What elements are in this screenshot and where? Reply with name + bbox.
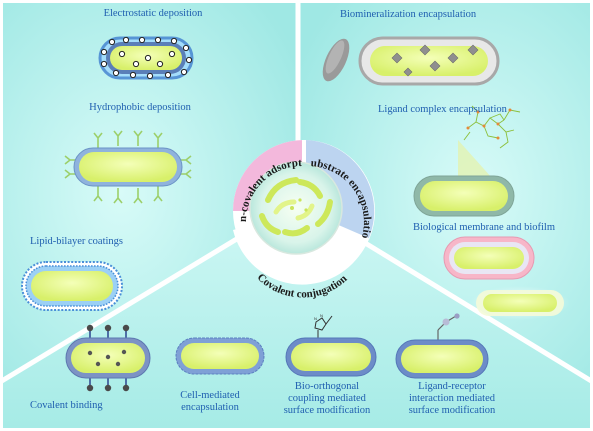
ligand-receptor-cell-icon — [395, 313, 489, 379]
biomineralization-cell-icon — [358, 36, 500, 86]
lipid-bilayer-cell-icon — [21, 261, 123, 311]
label-membrane-biofilm: Biological membrane and biofilm — [413, 222, 556, 233]
bacteria-cluster-icon — [259, 177, 333, 237]
label-lipid-bilayer: Lipid-bilayer coatings — [30, 236, 124, 247]
label-ligand-complex: Ligand complex encapsulation — [378, 104, 507, 115]
ligand-network-icon — [458, 105, 521, 178]
label-cell-mediated: Cell-mediated encapsulation — [180, 390, 240, 413]
label-ligand-receptor: Ligand-receptor interaction mediated sur… — [408, 381, 496, 416]
ligand-complex-cell-icon — [413, 175, 515, 217]
covalent-binding-cell-icon — [65, 324, 151, 392]
bio-orthogonal-cell-icon: NN — [285, 313, 377, 377]
hydrophobic-cell-icon — [64, 130, 192, 204]
mineral-particle-icon — [322, 38, 350, 82]
svg-text:N: N — [314, 316, 317, 321]
cell-mediated-cell-icon — [175, 337, 265, 375]
label-bio-orthogonal: Bio-orthogonal coupling mediated surface… — [283, 381, 371, 416]
membrane-cell-icon — [443, 236, 535, 280]
biofilm-cell-icon — [470, 286, 570, 320]
label-hydrophobic: Hydrophobic deposition — [89, 102, 191, 113]
label-electrostatic: Electrostatic deposition — [103, 8, 203, 19]
label-biomineralization: Biomineralization encapsulation — [340, 9, 477, 20]
svg-text:N: N — [320, 313, 323, 318]
label-covalent-binding: Covalent binding — [30, 400, 103, 411]
electrostatic-cell-icon — [98, 36, 194, 80]
